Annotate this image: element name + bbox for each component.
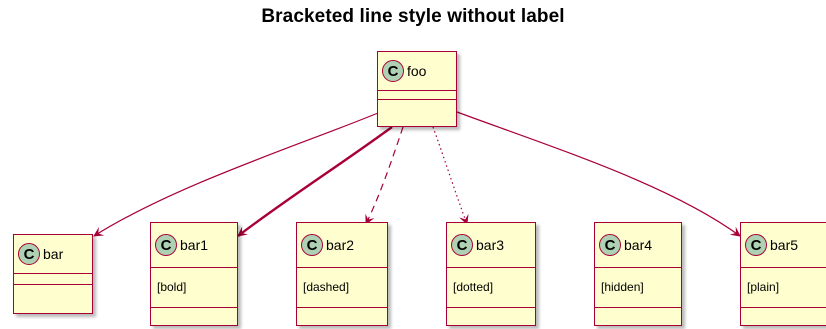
class-name: bar4 xyxy=(624,237,653,253)
class-methods-section xyxy=(595,308,681,316)
class-stereotype-icon: C xyxy=(301,234,323,256)
class-bar4-header: C bar4 xyxy=(595,223,681,268)
class-stereotype-icon: C xyxy=(382,60,404,82)
class-foo[interactable]: C foo xyxy=(377,51,457,127)
class-foo-header: C foo xyxy=(378,52,456,91)
class-bar5-header: C bar5 xyxy=(741,223,826,268)
class-field: [dotted] xyxy=(447,268,535,308)
class-stereotype-icon: C xyxy=(599,234,621,256)
edge-foo-bar3 xyxy=(432,126,469,225)
class-bar2-header: C bar2 xyxy=(297,223,387,268)
class-methods-section xyxy=(741,308,826,316)
diagram-title: Bracketed line style without label xyxy=(261,6,565,27)
class-fields-section xyxy=(14,274,92,285)
class-bar5[interactable]: C bar5 [plain] xyxy=(740,222,826,326)
class-name: bar5 xyxy=(770,237,799,253)
class-bar[interactable]: C bar xyxy=(13,234,93,314)
class-name: bar3 xyxy=(476,237,505,253)
edge-foo-bar2 xyxy=(365,126,404,225)
edge-foo-bar5 xyxy=(456,111,741,237)
class-name: bar1 xyxy=(180,237,209,253)
edge-foo-bar xyxy=(93,112,379,237)
class-methods-section xyxy=(297,308,387,316)
class-field: [bold] xyxy=(151,268,237,308)
class-fields-section xyxy=(378,91,456,100)
class-name: foo xyxy=(407,63,427,79)
class-methods-section xyxy=(447,308,535,316)
class-bar3[interactable]: C bar3 [dotted] xyxy=(446,222,536,326)
class-bar1-header: C bar1 xyxy=(151,223,237,268)
class-field: [hidden] xyxy=(595,268,681,308)
class-methods-section xyxy=(378,100,456,108)
class-bar3-header: C bar3 xyxy=(447,223,535,268)
class-methods-section xyxy=(14,285,92,293)
class-stereotype-icon: C xyxy=(18,243,40,265)
class-methods-section xyxy=(151,308,237,316)
class-field: [plain] xyxy=(741,268,826,308)
class-bar4[interactable]: C bar4 [hidden] xyxy=(594,222,682,326)
class-stereotype-icon: C xyxy=(155,234,177,256)
class-bar1[interactable]: C bar1 [bold] xyxy=(150,222,238,326)
class-stereotype-icon: C xyxy=(745,234,767,256)
class-field: [dashed] xyxy=(297,268,387,308)
class-name: bar xyxy=(43,246,64,262)
class-stereotype-icon: C xyxy=(451,234,473,256)
class-bar2[interactable]: C bar2 [dashed] xyxy=(296,222,388,326)
edge-foo-bar1 xyxy=(237,126,393,237)
class-bar-header: C bar xyxy=(14,235,92,274)
class-name: bar2 xyxy=(326,237,355,253)
